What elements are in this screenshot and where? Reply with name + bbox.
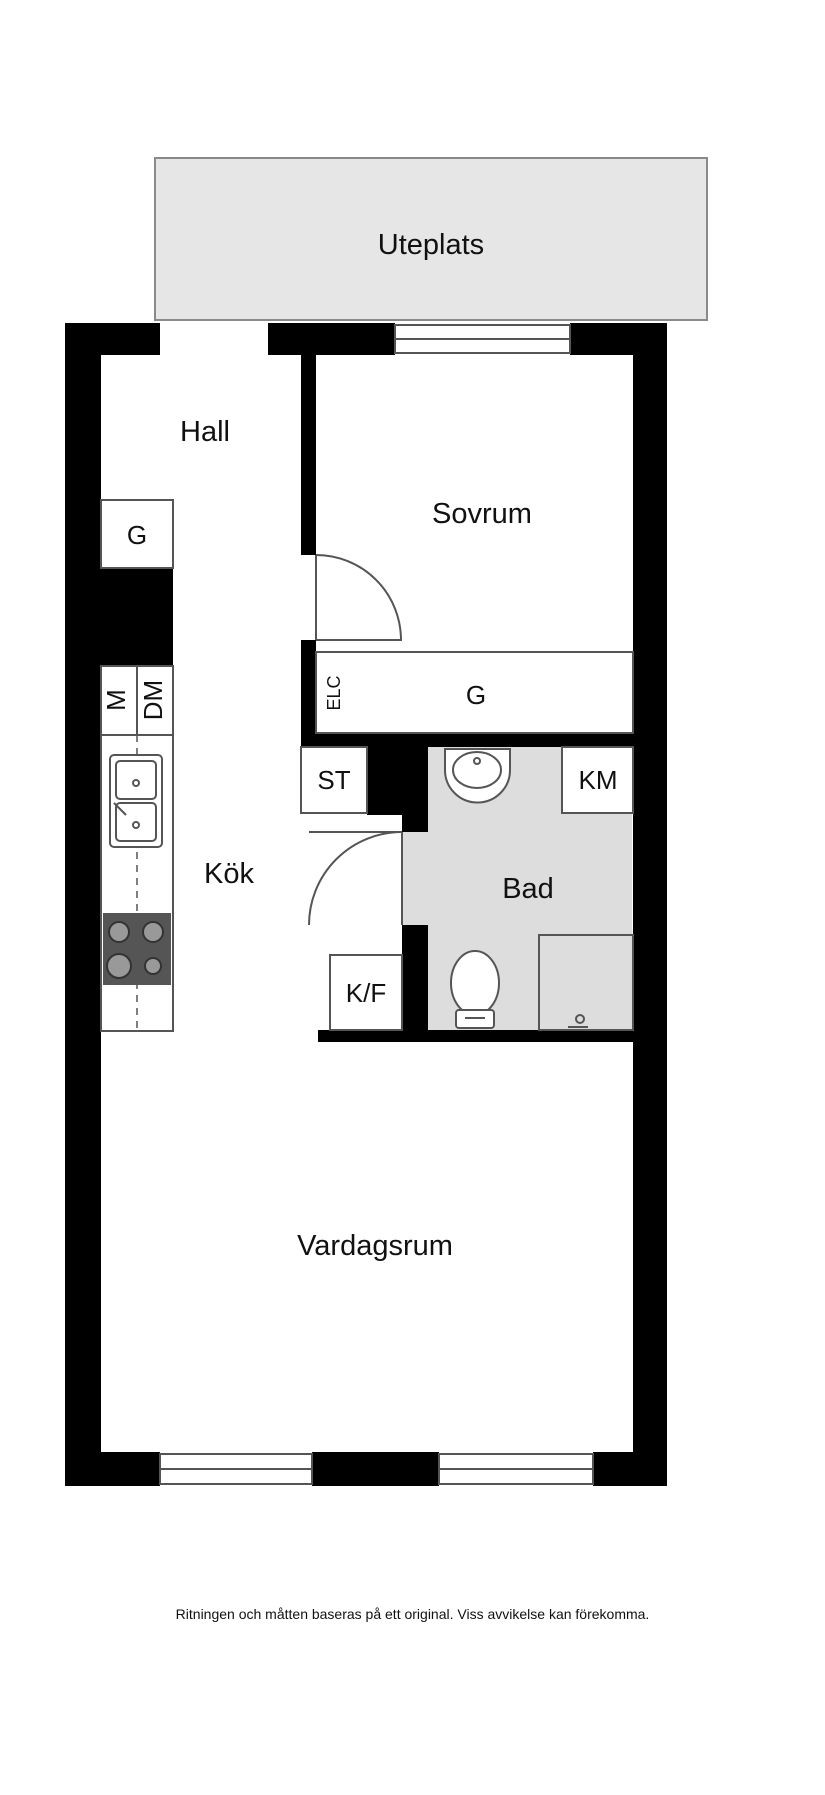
fridge-freezer-label: K/F	[346, 978, 386, 1008]
bedroom-wardrobe-label: G	[466, 680, 486, 710]
washing-machine	[561, 746, 634, 814]
living-room-label: Vardagsrum	[297, 1230, 453, 1262]
disclaimer-note: Ritningen och måtten baseras på ett orig…	[175, 1606, 650, 1622]
washbasin-icon	[444, 748, 511, 804]
toilet-icon	[450, 950, 500, 1029]
hall-wall-block	[101, 568, 173, 666]
terrace-area	[154, 157, 708, 321]
kitchen-label: Kök	[204, 858, 254, 890]
stove-icon	[103, 913, 171, 985]
microwave-label: M	[101, 689, 131, 711]
doors	[308, 554, 403, 926]
fridge-freezer	[329, 954, 403, 1031]
terrace-label: Uteplats	[378, 229, 484, 261]
bedroom-label: Sovrum	[432, 498, 532, 530]
hall-wardrobe-label: G	[127, 520, 147, 550]
sink-icon	[109, 754, 163, 848]
storage-label: ST	[317, 765, 350, 795]
hall-wardrobe	[100, 499, 174, 569]
electric-cabinet-label: ELC	[324, 675, 344, 710]
washing-machine-label: KM	[579, 765, 618, 795]
dishwasher-label: DM	[138, 680, 168, 720]
outer-walls	[65, 323, 667, 1486]
storage-closet	[300, 746, 368, 814]
interior-walls	[101, 355, 633, 1042]
bathroom-label: Bad	[502, 873, 554, 905]
shower-area	[538, 934, 634, 1031]
hall-label: Hall	[180, 416, 230, 448]
bedroom-wardrobe	[315, 651, 634, 734]
